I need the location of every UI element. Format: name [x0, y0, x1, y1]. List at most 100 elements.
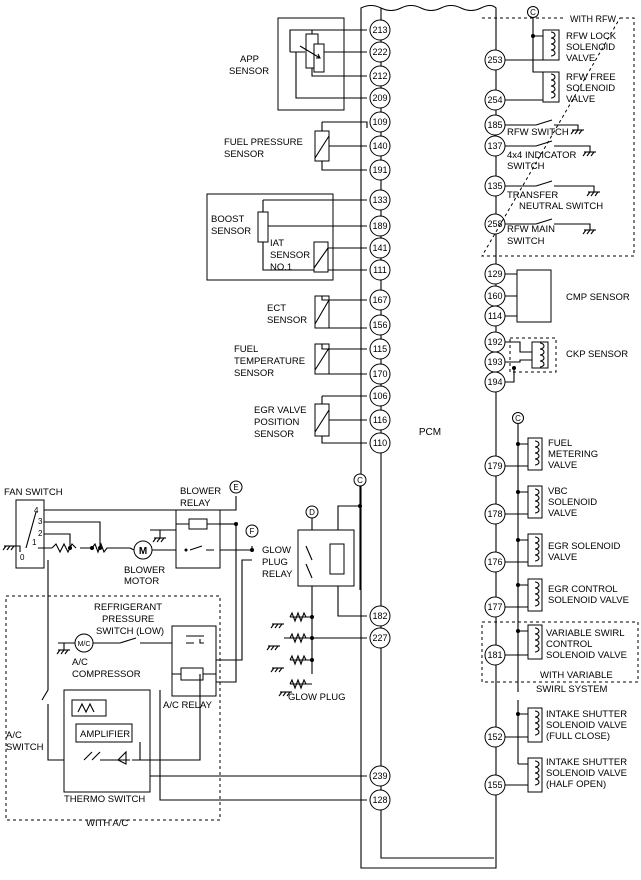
- svg-text:213: 213: [372, 25, 387, 35]
- svg-text:SENSOR: SENSOR: [267, 315, 307, 326]
- svg-text:BLOWER: BLOWER: [180, 486, 221, 497]
- svg-text:189: 189: [372, 221, 387, 231]
- pin-152: 152: [484, 726, 506, 748]
- svg-text:116: 116: [373, 415, 387, 425]
- svg-text:VALVE: VALVE: [566, 53, 595, 64]
- ckp-sensor: CKP SENSOR: [505, 337, 628, 383]
- svg-text:BOOST: BOOST: [211, 214, 244, 225]
- pin-115: 115: [369, 338, 391, 360]
- svg-text:254: 254: [487, 95, 502, 105]
- pin-141: 141: [369, 237, 391, 259]
- pin-109: 109: [369, 111, 391, 133]
- iat-sensor: IAT SENSOR NO.1: [270, 238, 367, 273]
- svg-text:SOLENOID: SOLENOID: [548, 497, 597, 508]
- blower-circuit: FAN SWITCH 4 3 2 1 0 M BLOWER MOTOR BLOW…: [2, 480, 259, 683]
- svg-text:CONTROL: CONTROL: [546, 639, 592, 650]
- svg-text:4: 4: [34, 506, 39, 515]
- svg-text:SOLENOID VALVE: SOLENOID VALVE: [546, 768, 627, 779]
- pin-254: 254: [484, 89, 506, 111]
- svg-text:156: 156: [372, 320, 387, 330]
- svg-text:A/C: A/C: [72, 657, 88, 668]
- pin-258: 258: [484, 213, 506, 235]
- svg-text:AMPLIFIER: AMPLIFIER: [80, 729, 130, 740]
- svg-text:INTAKE SHUTTER: INTAKE SHUTTER: [546, 709, 627, 720]
- svg-text:TEMPERATURE: TEMPERATURE: [234, 356, 305, 367]
- svg-text:193: 193: [487, 357, 502, 367]
- svg-text:192: 192: [487, 337, 502, 347]
- pin-181: 181: [484, 644, 506, 666]
- svg-text:M: M: [139, 546, 147, 557]
- pin-179: 179: [484, 455, 506, 477]
- solenoid-group: C FUEL METERING VALVE VBC SOLENOID VALVE…: [481, 412, 639, 793]
- svg-text:258: 258: [487, 219, 502, 229]
- svg-text:NEUTRAL SWITCH: NEUTRAL SWITCH: [519, 201, 603, 212]
- svg-text:222: 222: [372, 47, 387, 57]
- svg-text:RFW LOCK: RFW LOCK: [566, 31, 617, 42]
- svg-text:SENSOR: SENSOR: [234, 368, 274, 379]
- svg-text:2: 2: [38, 529, 43, 538]
- pcm-left-pins: 213 222 212 209 109 140 191 133 189 141 …: [369, 19, 391, 811]
- pin-167: 167: [369, 289, 391, 311]
- svg-text:GLOW PLUG: GLOW PLUG: [288, 692, 346, 703]
- svg-text:APP: APP: [240, 54, 259, 65]
- pin-182: 182: [369, 605, 391, 627]
- svg-text:194: 194: [487, 377, 502, 387]
- svg-text:ECT: ECT: [267, 303, 286, 314]
- pin-227: 227: [369, 627, 391, 649]
- svg-text:179: 179: [487, 461, 502, 471]
- pin-192: 192: [484, 331, 506, 353]
- svg-text:239: 239: [372, 771, 387, 781]
- svg-text:109: 109: [372, 117, 387, 127]
- svg-text:SENSOR: SENSOR: [211, 226, 251, 237]
- svg-text:3: 3: [38, 517, 43, 526]
- pin-212: 212: [369, 65, 391, 87]
- svg-text:RELAY: RELAY: [262, 569, 293, 580]
- pin-191: 191: [369, 159, 391, 181]
- glow-plug-circuit: GLOW PLUG RELAY D C GLOW PLUG: [262, 473, 367, 703]
- svg-text:176: 176: [487, 557, 502, 567]
- svg-text:COMPRESSOR: COMPRESSOR: [72, 669, 141, 680]
- pin-193: 193: [484, 351, 506, 373]
- svg-text:(FULL CLOSE): (FULL CLOSE): [546, 731, 610, 742]
- svg-text:PRESSURE: PRESSURE: [102, 614, 154, 625]
- svg-text:129: 129: [487, 269, 502, 279]
- svg-text:178: 178: [487, 509, 502, 519]
- pin-156: 156: [369, 314, 391, 336]
- svg-text:E: E: [233, 483, 238, 492]
- svg-text:D: D: [309, 508, 315, 517]
- svg-text:SWITCH: SWITCH: [507, 236, 545, 247]
- pcm-right-pins: 253 254 185 137 135 258 129 160 114 192 …: [484, 49, 506, 796]
- svg-text:TRANSFER: TRANSFER: [507, 190, 558, 201]
- svg-text:140: 140: [372, 141, 387, 151]
- svg-text:181: 181: [487, 650, 502, 660]
- svg-text:A/C: A/C: [6, 730, 22, 741]
- svg-text:227: 227: [372, 633, 387, 643]
- rfw-group: WITH RFW C RFW LOCK SOLENOID VALVE RFW F…: [481, 6, 635, 257]
- svg-text:METERING: METERING: [548, 449, 598, 460]
- svg-text:135: 135: [487, 181, 502, 191]
- pin-116: 116: [369, 409, 391, 431]
- pin-222: 222: [369, 41, 391, 63]
- svg-text:VALVE: VALVE: [566, 94, 595, 105]
- svg-text:VALVE: VALVE: [548, 460, 577, 471]
- svg-text:FUEL: FUEL: [548, 438, 572, 449]
- svg-text:SENSOR: SENSOR: [254, 429, 294, 440]
- pin-155: 155: [484, 774, 506, 796]
- svg-text:185: 185: [487, 120, 502, 130]
- svg-text:114: 114: [488, 311, 502, 321]
- svg-text:FAN SWITCH: FAN SWITCH: [4, 487, 63, 498]
- ac-circuit: REFRIGERANT PRESSURE SWITCH (LOW) M/C A/…: [5, 559, 367, 829]
- svg-text:155: 155: [487, 780, 502, 790]
- pin-128: 128: [369, 789, 391, 811]
- svg-text:4x4 INDICATOR: 4x4 INDICATOR: [507, 150, 576, 161]
- svg-text:152: 152: [487, 732, 502, 742]
- svg-text:C: C: [515, 414, 521, 423]
- svg-text:141: 141: [372, 243, 387, 253]
- svg-text:SOLENOID: SOLENOID: [566, 42, 615, 53]
- svg-text:WITH RFW: WITH RFW: [570, 14, 616, 24]
- svg-text:RFW FREE: RFW FREE: [566, 72, 616, 83]
- svg-text:FUEL PRESSURE: FUEL PRESSURE: [224, 137, 303, 148]
- svg-text:WITH A/C: WITH A/C: [86, 818, 128, 829]
- svg-text:THERMO SWITCH: THERMO SWITCH: [64, 794, 145, 805]
- svg-text:VALVE: VALVE: [548, 508, 577, 519]
